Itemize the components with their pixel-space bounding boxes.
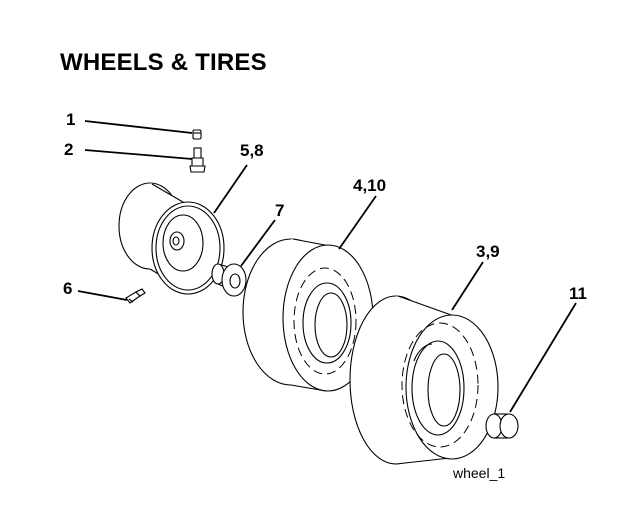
leader-line-1 [84, 120, 193, 134]
callout-5-8: 5,8 [240, 141, 264, 160]
leader-line-7 [240, 219, 276, 267]
leader-line-11 [509, 302, 577, 413]
callout-1: 1 [66, 110, 75, 129]
callout-2: 2 [64, 140, 73, 159]
page-title: WHEELS & TIRES [60, 49, 267, 76]
leader-line-5-8 [213, 164, 248, 214]
hub-cap-part [485, 413, 519, 439]
figure-label: wheel_1 [452, 465, 505, 481]
valve-cap-part [192, 129, 202, 140]
valve-stem-part [189, 147, 206, 173]
leader-lines [77, 120, 577, 413]
leader-line-3-9 [451, 261, 484, 311]
rear-tire-part [349, 295, 499, 465]
callout-4-10: 4,10 [353, 176, 386, 195]
bushing-part [211, 263, 247, 297]
front-tire-part [242, 238, 374, 392]
leader-line-4-10 [338, 195, 377, 250]
leader-line-6 [77, 290, 128, 301]
callout-7: 7 [275, 201, 284, 220]
callout-3-9: 3,9 [476, 242, 500, 261]
callout-11: 11 [569, 284, 587, 303]
wheel-rim-part [118, 182, 225, 295]
lug-bolt-part [125, 288, 146, 304]
callout-6: 6 [63, 279, 72, 298]
leader-line-2 [84, 149, 193, 160]
